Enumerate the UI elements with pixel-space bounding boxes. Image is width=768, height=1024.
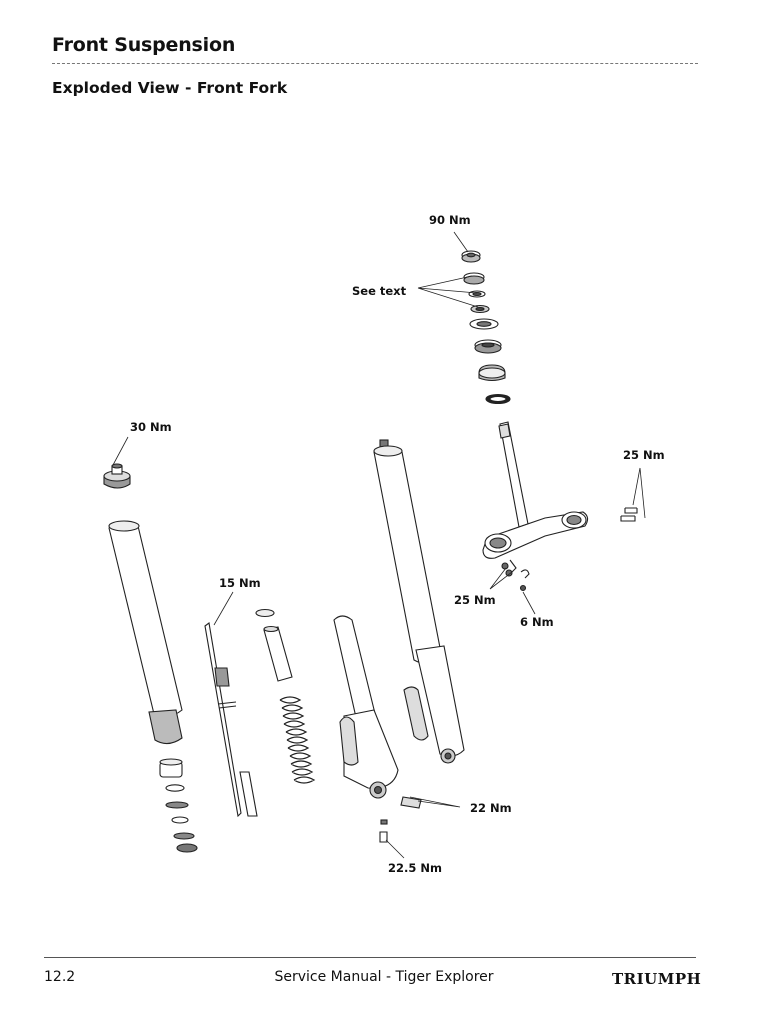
fork-outer-tube-right — [373, 439, 465, 764]
top-cap — [103, 463, 131, 489]
callout-22nm: 22 Nm — [470, 801, 512, 815]
pinch-bolts — [379, 796, 422, 843]
damper-rod — [204, 622, 258, 818]
steering-stem-yoke — [482, 421, 589, 592]
header-divider — [52, 63, 698, 64]
bearing-stack — [463, 272, 511, 405]
callout-6nm: 6 Nm — [520, 615, 554, 629]
callout-leaders — [112, 231, 646, 859]
spacer-tube — [255, 608, 293, 682]
page-header: Front Suspension — [52, 34, 235, 56]
subsection-title: Exploded View - Front Fork — [52, 79, 288, 97]
clamp-bolts — [620, 507, 638, 522]
callout-90nm: 90 Nm — [429, 213, 471, 227]
section-title: Front Suspension — [52, 34, 236, 56]
callout-25nm-top: 25 Nm — [623, 448, 665, 462]
callout-see-text: See text — [352, 284, 407, 298]
fork-inner-leg-left — [333, 615, 399, 799]
fork-bushings — [159, 758, 198, 853]
callout-15nm: 15 Nm — [219, 576, 261, 590]
manual-title: Service Manual - Tiger Explorer — [274, 969, 494, 985]
top-nut — [461, 250, 481, 263]
page-number: 12.2 — [44, 969, 76, 985]
callout-25nm-lower: 25 Nm — [454, 593, 496, 607]
fork-outer-tube-left — [108, 520, 183, 745]
fork-spring — [279, 696, 316, 784]
callout-30nm: 30 Nm — [130, 420, 172, 434]
callout-22-5nm: 22.5 Nm — [388, 861, 442, 875]
brand-logo: TRIUMPH — [612, 970, 702, 988]
footer-divider — [44, 957, 696, 958]
